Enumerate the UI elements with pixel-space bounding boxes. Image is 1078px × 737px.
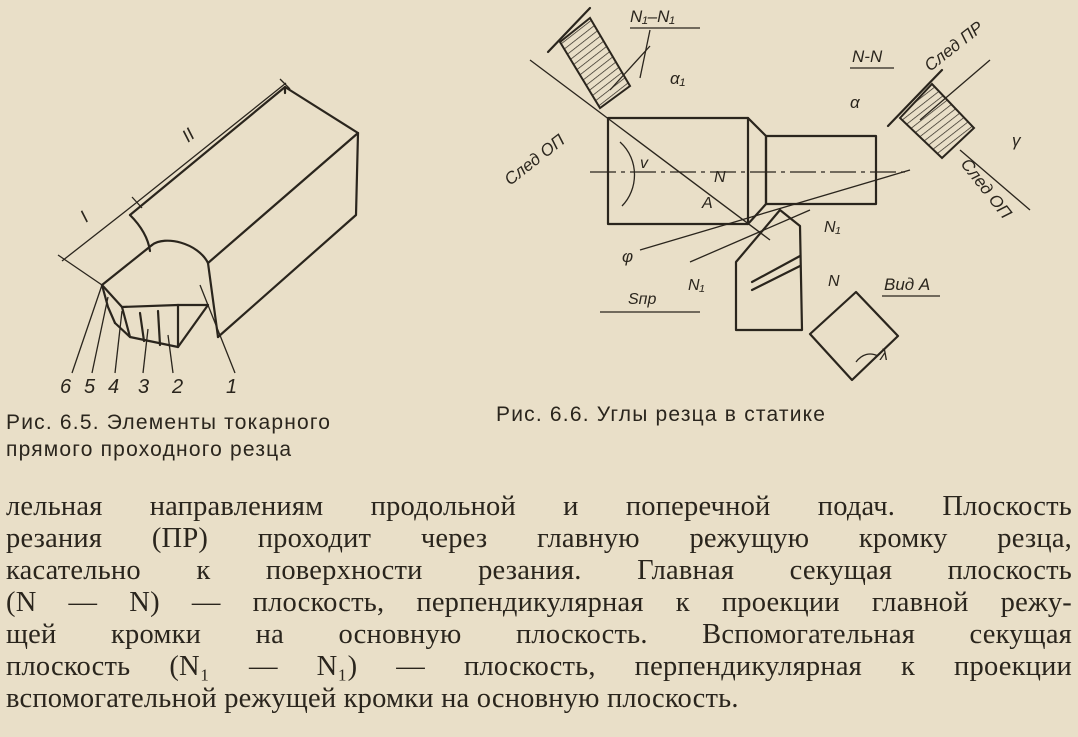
label-sled-pr: След ПР bbox=[921, 17, 988, 75]
text-line-3: касательно к поверхности резания. Главна… bbox=[6, 555, 1072, 586]
part-label-4: 4 bbox=[108, 376, 119, 398]
label-n-n: N-N bbox=[852, 47, 883, 66]
label-alpha1: α₁ bbox=[670, 69, 685, 88]
figure-6-6-caption: Рис. 6.6. Углы резца в статике bbox=[496, 403, 827, 426]
caption-line-1: Рис. 6.5. Элементы токарного bbox=[6, 411, 332, 434]
figure-6-5-caption: Рис. 6.5. Элементы токарного прямого про… bbox=[6, 409, 426, 463]
dimension-ii-label: II bbox=[178, 124, 198, 146]
text-line-5: щей кромки на основную плоскость. Вспомо… bbox=[6, 619, 1072, 650]
label-n-bottom: N bbox=[828, 273, 840, 290]
label-n-arrow: N bbox=[714, 169, 726, 186]
text-line-1: лельная направлениям продольной и попере… bbox=[6, 491, 1072, 522]
label-alpha: α bbox=[850, 93, 861, 112]
label-n1-bottom: N₁ bbox=[688, 277, 705, 294]
label-sled-op-right: След ОП bbox=[957, 155, 1016, 223]
caption-line-2: прямого проходного резца bbox=[6, 438, 293, 461]
figure-6-6-angles: N₁–N₁ α₁ След ОП v N A N₁ φ N₁ Sпр N Вид… bbox=[501, 6, 1031, 382]
part-label-6: 6 bbox=[60, 376, 72, 398]
label-view-a: Вид А bbox=[884, 275, 930, 294]
text-line-7: вспомогательной режущей кромки на основн… bbox=[6, 683, 739, 714]
label-n1-right: N₁ bbox=[824, 219, 841, 236]
body-paragraph: лельная направлениям продольной и попере… bbox=[6, 491, 1072, 715]
label-s-pr: Sпр bbox=[628, 291, 656, 308]
text-line-4: (N — N) — плоскость, перпендикулярная к … bbox=[6, 587, 1072, 618]
label-sled-op-left: След ОП bbox=[501, 130, 569, 189]
label-phi: φ bbox=[622, 247, 633, 266]
text-line-6: плоскость (N₁ — N₁) — плоскость, перпенд… bbox=[6, 651, 1072, 682]
part-label-5: 5 bbox=[84, 376, 96, 398]
label-lambda: λ bbox=[879, 347, 888, 364]
part-label-1: 1 bbox=[226, 376, 237, 398]
figure-6-5-cutter: I II 6 5 4 3 2 1 bbox=[57, 78, 360, 398]
label-a-arrow: A bbox=[701, 195, 713, 212]
dimension-i-label: I bbox=[76, 207, 92, 226]
text-line-2: резания (ПР) проходит через главную режу… bbox=[6, 523, 1072, 554]
label-gamma: γ bbox=[1012, 131, 1022, 150]
part-label-2: 2 bbox=[171, 376, 183, 398]
label-n1-n1: N₁–N₁ bbox=[630, 7, 675, 26]
part-label-3: 3 bbox=[138, 376, 149, 398]
label-v: v bbox=[640, 155, 649, 172]
